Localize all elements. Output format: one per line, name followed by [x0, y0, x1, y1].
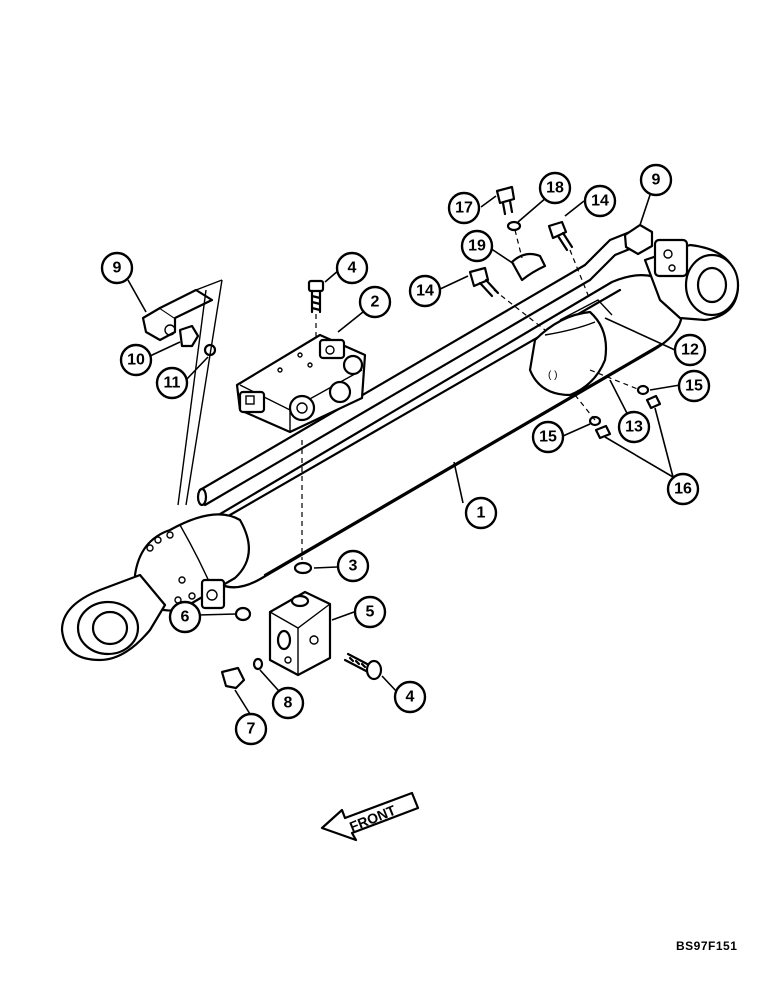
callout-7: 7	[234, 712, 268, 746]
manifold-block	[268, 590, 332, 677]
callout-1: 1	[464, 496, 498, 530]
valve-block	[235, 333, 367, 434]
svg-text:8: 8	[284, 695, 293, 712]
svg-text:4: 4	[406, 689, 415, 706]
callout-6: 6	[168, 600, 202, 634]
callout-9-right: 9	[639, 163, 673, 197]
callout-13: 13	[617, 410, 651, 444]
svg-text:13: 13	[625, 419, 643, 436]
callout-17: 17	[447, 191, 481, 225]
svg-text:12: 12	[681, 342, 699, 359]
drawing-code: BS97F151	[676, 939, 738, 953]
svg-text:9: 9	[652, 172, 661, 189]
assembly-lines	[177, 229, 641, 560]
svg-text:7: 7	[247, 721, 256, 738]
callout-8: 8	[271, 686, 305, 720]
svg-text:5: 5	[366, 604, 375, 621]
svg-text:1: 1	[477, 505, 486, 522]
svg-text:2: 2	[371, 294, 380, 311]
svg-text:11: 11	[164, 375, 181, 392]
hydraulic-cylinder: ( )	[60, 226, 740, 662]
svg-text:14: 14	[591, 193, 609, 210]
svg-text:15: 15	[685, 378, 703, 395]
svg-text:10: 10	[127, 352, 145, 369]
callout-5: 5	[353, 595, 387, 629]
callout-9-left: 9	[100, 251, 134, 285]
callout-12: 12	[673, 333, 707, 367]
svg-text:14: 14	[416, 283, 434, 300]
svg-text:6: 6	[181, 609, 190, 626]
leader-lines	[127, 190, 681, 715]
callout-15-left: 15	[531, 420, 565, 454]
svg-text:4: 4	[348, 260, 357, 277]
callout-16: 16	[666, 472, 700, 506]
svg-text:16: 16	[674, 481, 692, 498]
callout-14-left: 14	[408, 274, 442, 308]
callout-4-bottom: 4	[393, 680, 427, 714]
hardware-parts	[141, 185, 662, 690]
front-arrow: FRONT	[320, 791, 420, 842]
svg-text:15: 15	[539, 429, 557, 446]
callout-4-top: 4	[335, 251, 369, 285]
callout-15-right: 15	[677, 369, 711, 403]
callout-11: 11	[155, 366, 189, 400]
svg-text:18: 18	[546, 180, 564, 197]
svg-text:9: 9	[113, 260, 122, 277]
callout-18: 18	[538, 171, 572, 205]
callout-3: 3	[336, 549, 370, 583]
svg-text:3: 3	[349, 558, 358, 575]
callout-2: 2	[358, 285, 392, 319]
svg-text:19: 19	[468, 238, 486, 255]
callout-19: 19	[460, 229, 494, 263]
callout-10: 10	[119, 343, 153, 377]
svg-text:( ): ( )	[548, 370, 557, 381]
callout-14-right: 14	[583, 184, 617, 218]
svg-text:17: 17	[455, 200, 473, 217]
